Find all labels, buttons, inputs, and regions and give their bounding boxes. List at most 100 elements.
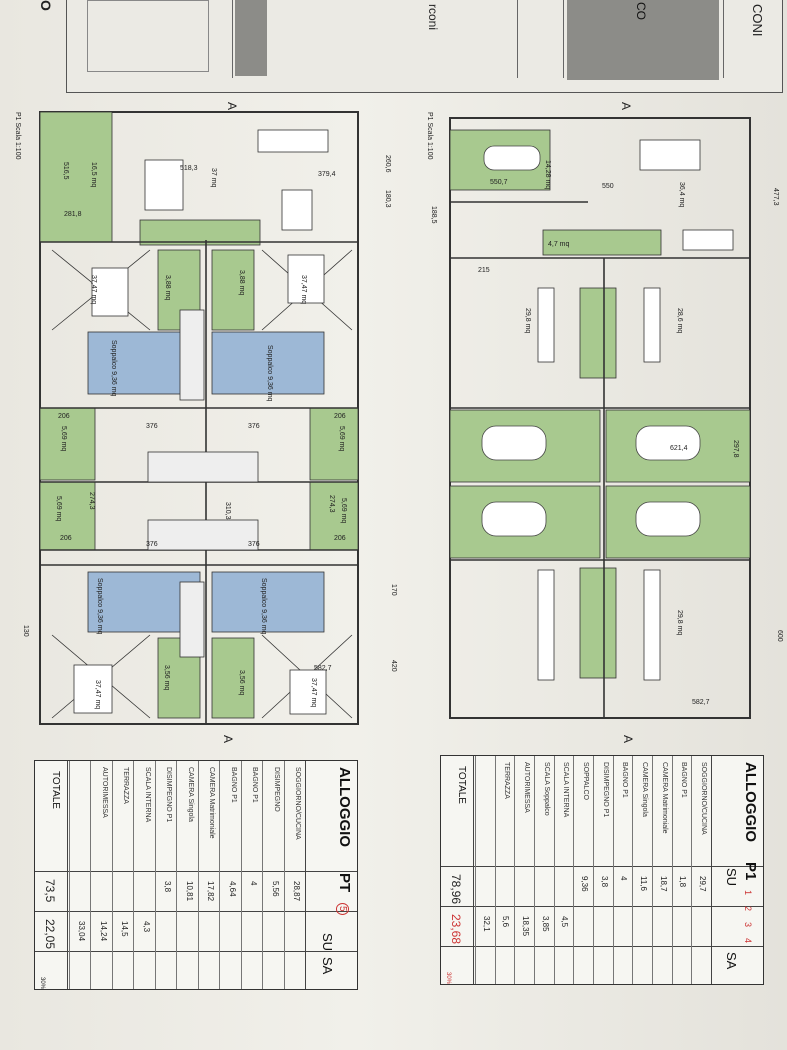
- table-row-divider: [154, 761, 156, 989]
- section-mark: A: [619, 102, 633, 110]
- room-area: 37 mq: [210, 168, 217, 188]
- dimension: 582,7: [314, 665, 332, 672]
- table-total-label: TOTALE: [50, 771, 61, 809]
- room-area: 4,7 mq: [548, 241, 570, 248]
- table-row-label: CAMERA Singola: [186, 767, 194, 822]
- dimension: 188,5: [430, 206, 437, 224]
- dimension: 550,7: [490, 179, 508, 186]
- table-row-su: 1,8: [678, 876, 688, 888]
- table-row-label: BAGNO P1: [251, 767, 259, 803]
- section-mark: A: [225, 102, 239, 110]
- table-total-sa: 22,05: [43, 919, 57, 950]
- room-area: 37,47 mq: [90, 275, 97, 304]
- dimension: 550: [602, 183, 614, 190]
- title-block-text: rconi: [426, 4, 440, 31]
- table-row-sa: 14,24: [98, 921, 108, 942]
- table-row-label: SOPPALCO: [582, 762, 589, 800]
- title-block-text: CO: [634, 2, 648, 20]
- dimension: 206: [334, 413, 346, 420]
- room-area: 5,69 mq: [60, 426, 67, 451]
- table-row-divider: [573, 756, 575, 984]
- dimension: 310,3: [224, 502, 231, 520]
- room-area: 16,5 mq: [90, 162, 97, 187]
- table-row-sa: 33,04: [77, 921, 87, 942]
- room-area: 5,69 mq: [340, 498, 347, 523]
- table-row-label: AUTORIMESSA: [100, 767, 108, 818]
- dimension: 206: [334, 535, 346, 542]
- room-area: 3,56 mq: [163, 665, 170, 690]
- room-area: 36,4 mq: [678, 182, 685, 207]
- table-unit: PT: [336, 873, 353, 893]
- table-row-sa: 4,3: [141, 921, 151, 933]
- dimension: 215: [478, 267, 490, 274]
- dimension: 600: [776, 630, 783, 642]
- table-row-divider: [691, 756, 693, 984]
- table-row-divider: [69, 761, 70, 989]
- room-area: 5,69 mq: [338, 426, 345, 451]
- table-row-divider: [534, 756, 535, 984]
- table-row-su: 4: [249, 881, 259, 886]
- title-block-text: O: [38, 0, 54, 11]
- table-row-label: CAMERA Matrimoniale: [660, 762, 668, 834]
- table-row-label: DISIMPEGNO P1: [601, 762, 609, 818]
- table-row-label: SOGGIORNO/CUCINA: [700, 762, 707, 835]
- room-area: Soppalco 9,36 mq: [110, 340, 117, 397]
- table-row-divider: [553, 756, 555, 984]
- dimension: 260,6: [384, 155, 391, 173]
- room-area: Soppalco 9,36 mq: [96, 578, 103, 635]
- table-row-divider: [494, 756, 496, 984]
- table-unit-number: 2: [743, 906, 753, 912]
- room-area: 3,56 mq: [238, 670, 245, 695]
- title-block-cell: CONI: [723, 0, 781, 78]
- table-title: ALLOGGIO: [336, 767, 353, 847]
- title-block-cell: CO: [563, 0, 724, 80]
- area-table-p1: ALLOGGIO P1 1 2 3 4 SU SA SOGGIORNO/CUCI…: [440, 755, 764, 985]
- table-row-divider: [593, 756, 594, 984]
- room-area: Soppalco 9,36 mq: [260, 578, 267, 635]
- table-row-divider: [475, 756, 476, 984]
- room-area: 3,88 mq: [238, 270, 245, 295]
- table-row-label: AUTORIMESSA: [523, 762, 530, 813]
- table-row-divider: [514, 756, 516, 984]
- title-block-shade: [567, 0, 719, 80]
- table-row-divider: [90, 761, 92, 989]
- table-row-label: SCALA Soppalco: [542, 762, 550, 816]
- table-row-divider: [197, 761, 199, 989]
- table-row-su: 28,87: [292, 881, 301, 902]
- table-unit-number: 5: [336, 903, 349, 915]
- room-area: 28,6 mq: [676, 308, 683, 333]
- table-row-label: BAGNO P1: [229, 767, 237, 803]
- table-row-divider: [262, 761, 264, 989]
- title-block-shade: [235, 0, 267, 76]
- table-row-su: 3,8: [163, 881, 173, 893]
- dimension: 376: [248, 423, 260, 430]
- table-pct: 30%: [39, 977, 45, 990]
- table-row-su: 29,7: [698, 876, 707, 892]
- dimension: 420: [390, 660, 397, 672]
- table-title: ALLOGGIO: [742, 762, 759, 842]
- table-unit-number: 1: [743, 890, 753, 896]
- dimension: 274,3: [88, 492, 95, 510]
- dimension: 376: [248, 541, 260, 548]
- table-row-su: 17,82: [206, 881, 216, 902]
- dimension: 180,3: [384, 190, 391, 208]
- title-block: rconi CO CONI: [66, 0, 783, 93]
- room-area: 29,8 mq: [524, 308, 531, 333]
- dimension: 130: [22, 625, 29, 637]
- table-row-label: DISIMPEGNO: [272, 767, 280, 812]
- table-unit: P1: [742, 862, 759, 881]
- table-row-divider: [671, 756, 673, 984]
- room-area: 29,8 mq: [676, 610, 683, 635]
- table-row-sa: 32,1: [481, 916, 491, 932]
- dimension: 376: [146, 541, 158, 548]
- table-total-su: 73,5: [43, 879, 57, 903]
- table-row-su: 10,81: [184, 881, 194, 902]
- table-col-sa: SA: [724, 952, 739, 970]
- table-unit-number: 4: [743, 938, 753, 944]
- dimension: 206: [60, 535, 72, 542]
- table-pct: 30%: [445, 972, 451, 985]
- table-unit-number: 3: [743, 922, 753, 928]
- table-row-divider: [240, 761, 242, 989]
- area-table-grid: [35, 761, 357, 989]
